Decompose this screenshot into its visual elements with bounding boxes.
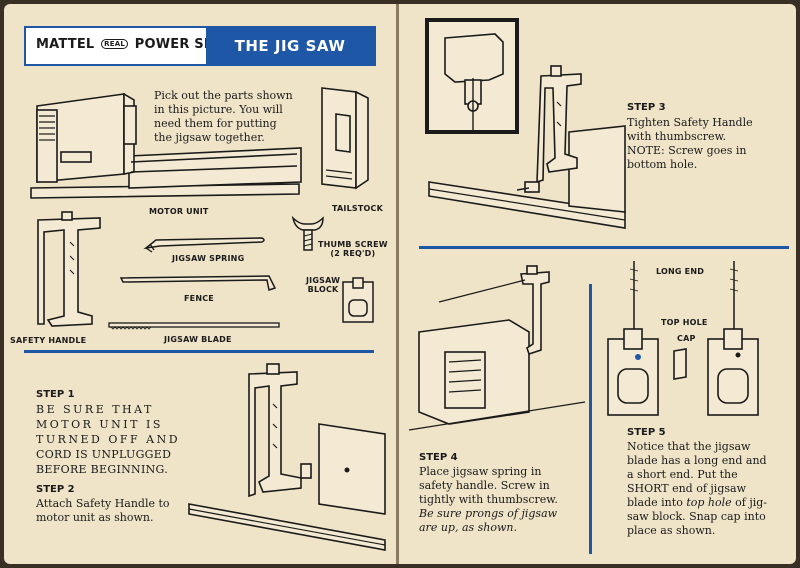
jigsaw-block-label: JIGSAW BLOCK — [306, 276, 340, 294]
jigsaw-spring-label: JIGSAW SPRING — [172, 254, 245, 263]
step5-line: Notice that the jigsaw — [627, 440, 751, 453]
step2-illustration — [188, 363, 386, 551]
step3-line: with thumbscrew. — [627, 130, 727, 143]
step3-line: Tighten Safety Handle — [627, 116, 753, 129]
step1-line: CORD IS UNPLUGGED — [36, 448, 172, 461]
thumb-screw-name: THUMB SCREW — [318, 240, 388, 249]
step5-line: SHORT end of jigsaw — [627, 482, 746, 495]
step5-line: saw block. Snap cap into — [627, 510, 766, 523]
step5-mixed-line: blade into top hole of jig- — [627, 496, 767, 510]
thumb-screw-illustration — [291, 215, 324, 251]
top-hole-callout: TOP HOLE — [661, 318, 708, 327]
step4-line: Place jigsaw spring in — [419, 465, 542, 478]
brand-mattel: MATTEL — [36, 37, 95, 52]
step2-text: Attach Safety Handle to motor unit as sh… — [36, 497, 170, 525]
column-divider — [589, 284, 592, 554]
step4-note-line: are up, as shown. — [419, 521, 517, 534]
step4-line: safety handle. Screw in — [419, 479, 550, 492]
step4-illustration — [408, 265, 586, 431]
section-divider — [24, 350, 374, 353]
jigsaw-spring-illustration — [143, 237, 265, 253]
jigsaw-block-line1: JIGSAW — [306, 276, 341, 285]
step1-line: BEFORE BEGINNING. — [36, 463, 169, 476]
step2-line: motor unit as shown. — [36, 511, 154, 524]
step2-line: Attach Safety Handle to — [36, 497, 170, 510]
page-title: THE JIG SAW — [206, 28, 374, 64]
step5-mixed-pre: blade into — [627, 496, 687, 509]
fence-label: FENCE — [184, 294, 214, 303]
step3-heading: STEP 3 — [627, 102, 666, 113]
step3-line: NOTE: Screw goes in — [627, 144, 747, 157]
jigsaw-block-illustration — [342, 277, 374, 323]
step3-illustration — [428, 65, 626, 229]
long-end-callout: LONG END — [656, 267, 705, 276]
intro-text: Pick out the parts shown in this picture… — [154, 89, 293, 144]
step5-text: Notice that the jigsaw blade has a long … — [627, 440, 767, 538]
step1-text: BE SURE THAT MOTOR UNIT IS TURNED OFF AN… — [36, 402, 180, 477]
step4-heading: STEP 4 — [419, 452, 458, 463]
step4-text: Place jigsaw spring in safety handle. Sc… — [419, 465, 558, 535]
safety-handle-illustration — [37, 211, 101, 327]
step2-heading: STEP 2 — [36, 484, 75, 495]
section-divider — [419, 246, 789, 249]
jigsaw-blade-illustration — [108, 322, 280, 330]
thumb-screw-label: THUMB SCREW (2 REQ'D) — [318, 240, 388, 258]
title-banner: MATTEL REAL POWER SHOP THE JIG SAW — [24, 26, 376, 66]
tailstock-illustration — [321, 87, 369, 190]
right-page: STEP 3 Tighten Safety Handle with thumbs… — [399, 4, 796, 564]
step3-text: Tighten Safety Handle with thumbscrew. N… — [627, 116, 753, 172]
tailstock-label: TAILSTOCK — [332, 204, 383, 213]
motor-unit-label: MOTOR UNIT — [149, 207, 209, 216]
cap-callout: CAP — [677, 334, 696, 343]
step1-line: BE SURE THAT — [36, 403, 154, 416]
jigsaw-blade-label: JIGSAW BLADE — [164, 335, 232, 344]
detail-inset-illustration — [425, 18, 519, 134]
step5-line: a short end. Put the — [627, 468, 738, 481]
step5-heading: STEP 5 — [627, 427, 666, 438]
step4-line: tightly with thumbscrew. — [419, 493, 558, 506]
page-fold — [396, 4, 399, 564]
real-badge: REAL — [101, 39, 128, 49]
step5-mixed-italic: top hole — [686, 496, 732, 509]
step5-line: place as shown. — [627, 524, 716, 537]
step5-mixed-post: of jig- — [731, 496, 768, 509]
left-page: MATTEL REAL POWER SHOP THE JIG SAW Pick … — [4, 4, 396, 564]
jigsaw-block-line2: BLOCK — [307, 285, 339, 294]
step3-line: bottom hole. — [627, 158, 698, 171]
safety-handle-label: SAFETY HANDLE — [10, 336, 87, 345]
step1-line: MOTOR UNIT IS — [36, 418, 163, 431]
step4-note-line: Be sure prongs of jigsaw — [419, 507, 558, 520]
step1-line: TURNED OFF AND — [36, 433, 181, 446]
step5-illustration — [607, 261, 759, 416]
step1-heading: STEP 1 — [36, 389, 75, 400]
step5-line: blade has a long end and — [627, 454, 767, 467]
fence-illustration — [119, 275, 277, 291]
thumb-screw-qty: (2 REQ'D) — [330, 249, 376, 258]
motor-unit-illustration — [30, 92, 302, 199]
